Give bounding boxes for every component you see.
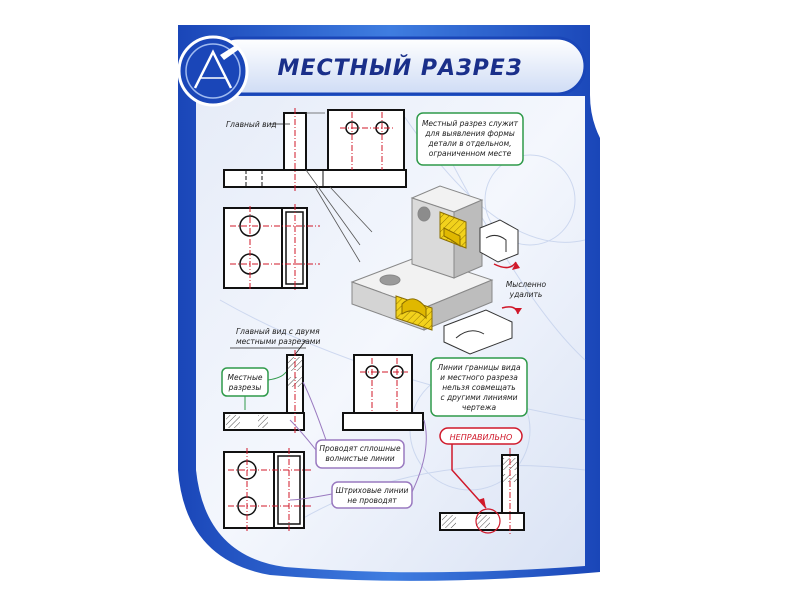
- wrong-label: НЕПРАВИЛЬНО: [439, 427, 523, 509]
- main-view-two-sections-label: Главный вид с двумя местными разрезами: [230, 327, 320, 357]
- svg-text:Главный вид с двумя: Главный вид с двумя: [236, 327, 320, 336]
- compass-drawing-icon: [177, 35, 249, 107]
- svg-text:НЕПРАВИЛЬНО: НЕПРАВИЛЬНО: [450, 433, 513, 442]
- bottom-drawing-views: [223, 350, 424, 532]
- top-drawing-views: [223, 108, 407, 292]
- svg-text:Линии границы вида: Линии границы вида: [436, 363, 521, 372]
- svg-text:местными разрезами: местными разрезами: [236, 337, 320, 346]
- svg-text:чертежа: чертежа: [462, 403, 497, 412]
- isometric-part: [350, 185, 522, 355]
- svg-text:Проводят сплошные: Проводят сплошные: [319, 444, 401, 453]
- solid-wavy-note: Проводят сплошные волнистые линии: [289, 381, 405, 469]
- svg-text:детали в отдельном,: детали в отдельном,: [427, 139, 511, 148]
- main-view-label: Главный вид: [226, 120, 290, 129]
- svg-text:Местный разрез служит: Местный разрез служит: [422, 119, 519, 128]
- svg-text:и местного разреза: и местного разреза: [440, 373, 518, 382]
- svg-text:Местные: Местные: [227, 373, 262, 382]
- svg-text:волнистые линии: волнистые линии: [325, 454, 394, 463]
- page-title: МЕСТНЫЙ РАЗРЕЗ: [278, 55, 523, 81]
- svg-text:Мысленно: Мысленно: [506, 280, 547, 289]
- svg-text:разрезы: разрезы: [228, 383, 262, 392]
- svg-text:Штриховые линии: Штриховые линии: [336, 486, 409, 495]
- title-bar: МЕСТНЫЙ РАЗРЕЗ: [208, 36, 587, 96]
- svg-text:Главный вид: Главный вид: [226, 120, 277, 129]
- definition-note: Местный разрез служит для выявления форм…: [416, 112, 524, 166]
- wrong-example-drawing: [439, 448, 525, 536]
- boundary-note: Линии границы вида и местного разреза не…: [430, 357, 528, 417]
- dashed-not-note: Штриховые линии не проводят: [289, 419, 427, 509]
- svg-text:для выявления формы: для выявления формы: [424, 129, 515, 138]
- svg-text:с другими линиями: с другими линиями: [440, 393, 517, 402]
- svg-text:удалить: удалить: [509, 290, 543, 299]
- svg-text:не проводят: не проводят: [347, 496, 397, 505]
- svg-text:ограниченном месте: ограниченном месте: [429, 149, 512, 158]
- local-sections-note: Местные разрезы: [221, 367, 287, 410]
- mentally-remove-label: Мысленно удалить: [506, 280, 547, 299]
- svg-text:нельзя совмещать: нельзя совмещать: [442, 383, 515, 392]
